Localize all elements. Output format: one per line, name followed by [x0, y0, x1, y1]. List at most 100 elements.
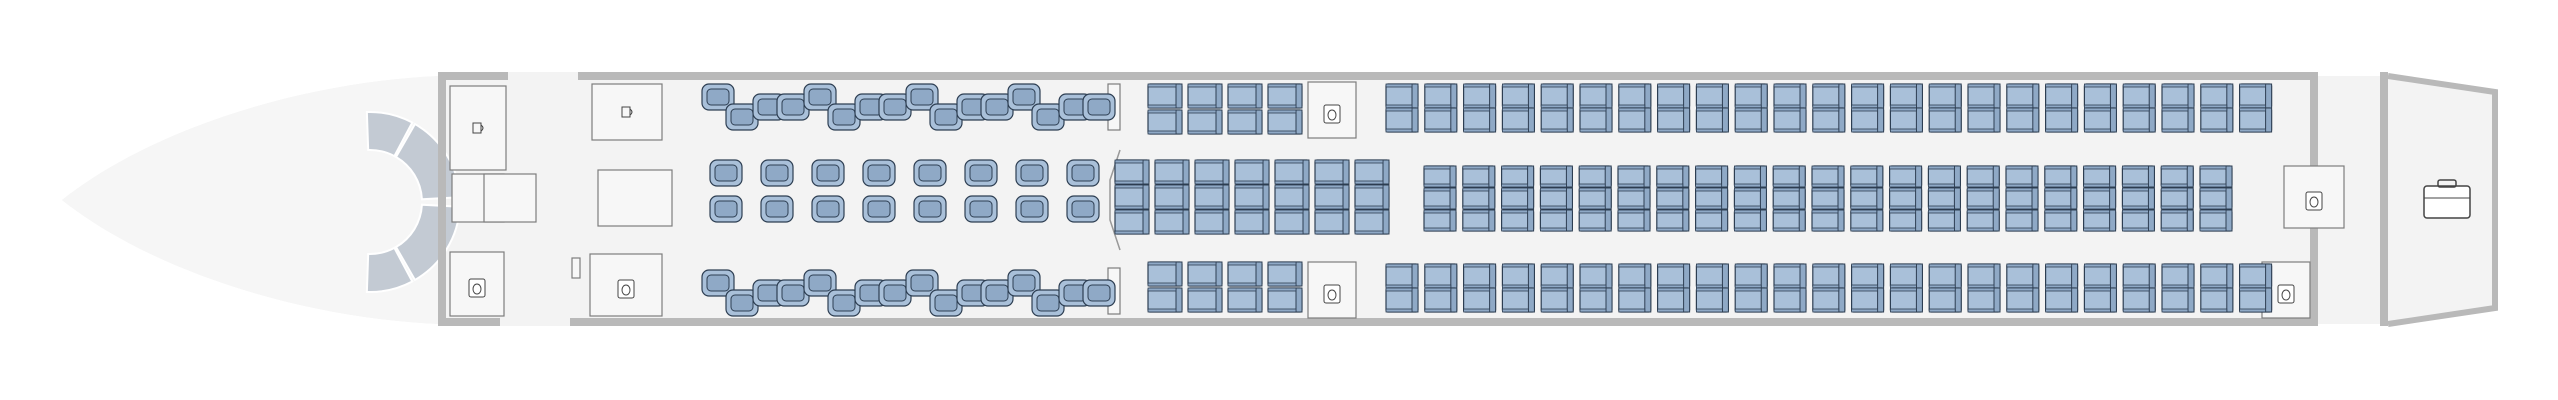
economy-aft-middle-seat-7-2 [1656, 187, 1690, 210]
armrest-top [1967, 263, 1995, 268]
armrest-top [1579, 83, 1607, 88]
seat-back [2032, 263, 2040, 289]
armrest-top [2161, 287, 2189, 292]
seat-back [1799, 263, 1807, 289]
economy-aft-seat-upper-b-18 [2044, 107, 2079, 133]
recliner-cushion [730, 108, 754, 126]
armrest-bottom [1501, 227, 1528, 232]
armrest-top [1423, 209, 1451, 214]
armrest-top [1424, 83, 1452, 88]
armrest-bottom [1540, 227, 1567, 232]
armrest-top [2200, 263, 2228, 268]
armrest-bottom [2005, 205, 2033, 210]
armrest-bottom [2044, 227, 2072, 232]
toilet-icon [468, 278, 486, 298]
economy-block-seat-6-2 [1314, 184, 1350, 210]
seat-back [1411, 263, 1419, 289]
armrest-top [1194, 159, 1224, 164]
economy-aft-seat-lower-b-3 [1462, 287, 1497, 313]
armrest-bottom [2200, 128, 2228, 133]
jumpseat-lower [571, 257, 581, 279]
economy-aft-seat-upper-b-23 [2239, 107, 2273, 133]
economy-aft-seat-lower-b-1 [1385, 287, 1419, 313]
economy-aft-seat-lower-a-22 [2200, 263, 2234, 289]
armrest-top [1187, 109, 1217, 114]
armrest-top [1502, 107, 1529, 112]
seat-back [1915, 107, 1923, 133]
armrest-bottom [1424, 308, 1452, 313]
armrest-top [1114, 184, 1144, 189]
armrest-top [2083, 187, 2111, 192]
armrest-top [2006, 83, 2034, 88]
seat-back [1799, 83, 1807, 109]
economy-block-seat-5-3 [1274, 209, 1310, 235]
armrest-top [1354, 159, 1384, 164]
armrest-top [1967, 287, 1995, 292]
armrest-bottom [1187, 104, 1217, 109]
armrest-top [1773, 107, 1801, 112]
business-seat-middle-b-5 [913, 195, 947, 223]
economy-aft-middle-seat-16-1 [2005, 165, 2039, 188]
economy-aft-middle-seat-14-2 [1927, 187, 1962, 210]
economy-block-seat-1-2 [1114, 184, 1150, 210]
armrest-top [1850, 165, 1878, 170]
armrest-top [1657, 83, 1684, 88]
economy-aft-middle-seat-15-3 [1966, 209, 2000, 232]
armrest-top [2083, 83, 2111, 88]
armrest-bottom [1462, 205, 1490, 210]
economy-aft-seat-upper-b-13 [1850, 107, 1885, 133]
economy-fwd-seat-upper-a-4 [1267, 83, 1303, 109]
recliner-cushion [918, 200, 942, 218]
armrest-top [1928, 83, 1956, 88]
armrest-top [1540, 107, 1568, 112]
economy-aft-seat-upper-b-21 [2161, 107, 2195, 133]
armrest-top [1462, 209, 1490, 214]
armrest-top [1850, 209, 1878, 214]
armrest-bottom [2044, 205, 2072, 210]
economy-aft-seat-upper-b-3 [1462, 107, 1497, 133]
seat-back [1302, 209, 1310, 235]
seat-back [1721, 287, 1729, 313]
economy-aft-middle-seat-3-2 [1500, 187, 1535, 210]
economy-aft-seat-upper-a-6 [1579, 83, 1613, 109]
armrest-top [1354, 209, 1384, 214]
business-seat-lower-a-7 [1007, 269, 1041, 297]
seat-back [1760, 83, 1768, 109]
armrest-top [1618, 263, 1646, 268]
economy-aft-seat-upper-b-11 [1773, 107, 1807, 133]
seat-back [1915, 165, 1923, 188]
economy-aft-seat-upper-a-3 [1462, 83, 1497, 109]
armrest-top [1578, 209, 1606, 214]
armrest-top [1734, 263, 1762, 268]
armrest-top [1540, 165, 1567, 170]
armrest-bottom [1385, 308, 1413, 313]
economy-aft-seat-lower-b-15 [1928, 287, 1962, 313]
seat-back [1302, 159, 1310, 185]
seat-back [2070, 209, 2078, 232]
seat-back [2186, 187, 2194, 210]
armrest-bottom [1889, 227, 1916, 232]
economy-aft-seat-upper-b-8 [1656, 107, 1691, 133]
armrest-bottom [1811, 227, 1839, 232]
seat-back [1877, 83, 1885, 109]
armrest-top [1578, 165, 1606, 170]
armrest-top [1267, 109, 1297, 114]
economy-block-seat-6-3 [1314, 209, 1350, 235]
economy-aft-middle-seat-5-3 [1578, 209, 1612, 232]
armrest-top [1385, 107, 1413, 112]
armrest-top [2005, 165, 2033, 170]
armrest-top [1423, 187, 1451, 192]
business-seat-lower-a-3 [803, 269, 837, 297]
armrest-bottom [2083, 227, 2111, 232]
recliner-cushion [706, 274, 730, 292]
economy-aft-middle-seat-14-3 [1927, 209, 1962, 232]
economy-aft-seat-upper-b-22 [2200, 107, 2234, 133]
armrest-top [1154, 209, 1184, 214]
armrest-bottom [2160, 183, 2188, 188]
economy-aft-middle-seat-12-3 [1850, 209, 1884, 232]
economy-fwd-seat-lower-a-4 [1267, 261, 1303, 287]
armrest-bottom [1811, 183, 1839, 188]
economy-aft-seat-lower-b-8 [1656, 287, 1691, 313]
armrest-bottom [1618, 128, 1646, 133]
seat-back [1215, 109, 1223, 135]
